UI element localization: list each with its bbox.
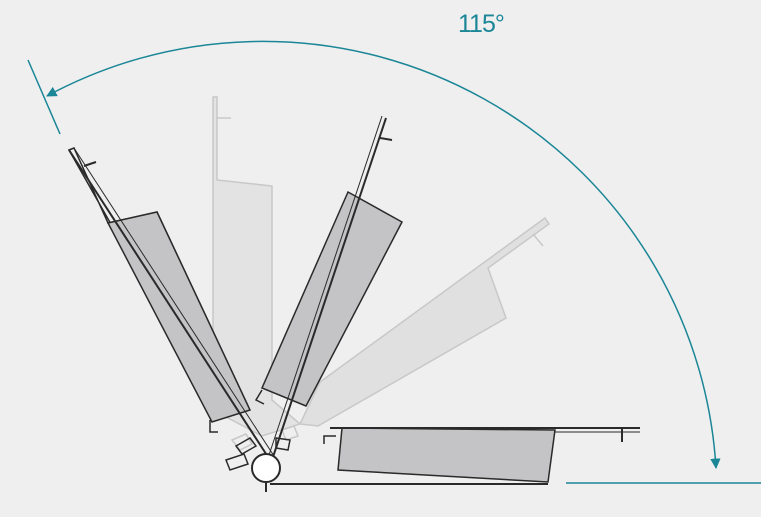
angle-label: 115° (458, 10, 505, 38)
rotation-indicator (27, 40, 761, 484)
angle-arc (46, 40, 721, 470)
panel-closed (270, 427, 640, 485)
open-reference-line (27, 59, 61, 135)
